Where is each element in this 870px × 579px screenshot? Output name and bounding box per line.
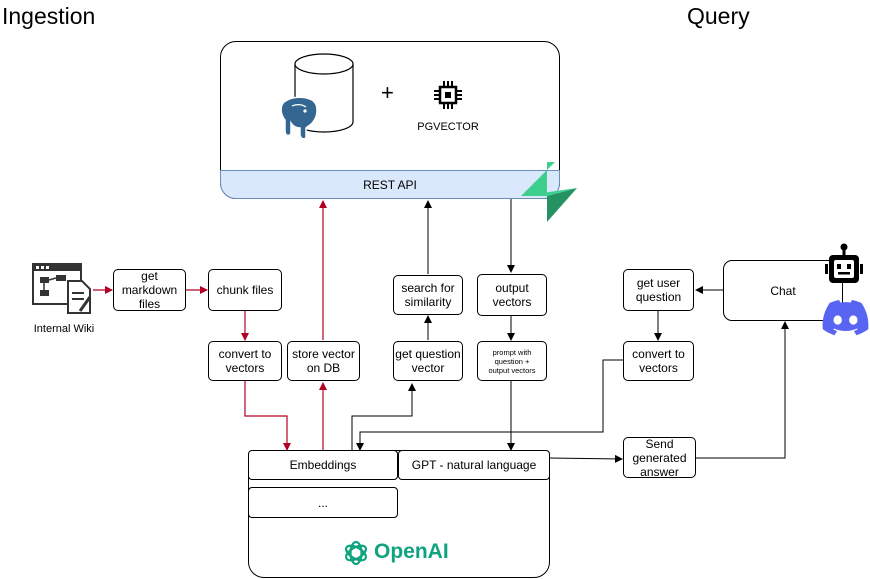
get-markdown-files-label: get markdown files: [121, 269, 178, 311]
arrow-embeddings-to-get-question-vector: [351, 383, 416, 450]
search-similarity-box: search for similarity: [393, 275, 463, 315]
arrow-gpt-to-send: [547, 454, 623, 463]
ellipsis-label: ...: [317, 495, 328, 510]
get-question-vector-label: get question vector: [395, 347, 461, 375]
chip-icon: [434, 81, 462, 109]
arrow-convert-to-embeddings: [244, 381, 291, 451]
prompt-box: prompt with question + output vectors: [477, 341, 547, 381]
heading-query: Query: [687, 3, 750, 29]
embeddings-box: Embeddings: [248, 450, 398, 480]
database-icon: [294, 53, 354, 133]
chunk-files-box: chunk files: [208, 269, 282, 311]
output-vectors-box: output vectors: [477, 274, 547, 316]
arrow-send-to-chat: [696, 321, 789, 459]
get-user-question-label: get user question: [635, 276, 682, 304]
convert-to-vectors-query-box: convert to vectors: [623, 341, 694, 381]
postgres-elephant-icon: [280, 96, 318, 140]
store-vector-box: store vector on DB: [287, 341, 360, 381]
heading-ingestion: Ingestion: [2, 3, 96, 29]
wiki-label: Internal Wiki: [33, 323, 95, 335]
embeddings-label: Embeddings: [289, 458, 357, 472]
prompt-label: prompt with question + output vectors: [488, 347, 536, 375]
ellipsis-box: ...: [248, 487, 398, 518]
plus-sign: +: [381, 80, 394, 105]
pgvector-label: PGVECTOR: [417, 121, 479, 133]
gpt-label: GPT - natural language: [411, 458, 537, 472]
robot-icon: [825, 243, 863, 283]
supabase-icon: [521, 162, 577, 222]
chat-label: Chat: [770, 283, 796, 298]
send-answer-box: Send generated answer: [623, 436, 696, 479]
store-vector-label: store vector on DB: [292, 347, 355, 375]
openai-brand-text: OpenAI: [374, 540, 449, 563]
wiki-page-icon: [32, 263, 92, 314]
rest-api-bar: REST API: [220, 170, 560, 199]
openai-logo-icon: [344, 540, 368, 566]
chat-box: Chat: [723, 260, 843, 321]
convert-to-vectors-ingest-box: convert to vectors: [208, 341, 282, 381]
send-answer-label: Send generated answer: [632, 436, 687, 479]
get-markdown-files-box: get markdown files: [113, 269, 186, 311]
get-question-vector-box: get question vector: [393, 341, 463, 381]
output-vectors-label: output vectors: [492, 281, 532, 309]
convert-to-vectors-query-label: convert to vectors: [632, 347, 685, 375]
convert-to-vectors-ingest-label: convert to vectors: [218, 347, 272, 375]
get-user-question-box: get user question: [623, 269, 694, 311]
gpt-box: GPT - natural language: [398, 450, 550, 480]
arrow-convert-to-embeddings-query: [356, 359, 623, 451]
chunk-files-label: chunk files: [216, 283, 274, 297]
discord-icon: [822, 300, 869, 336]
search-similarity-label: search for similarity: [401, 281, 455, 309]
